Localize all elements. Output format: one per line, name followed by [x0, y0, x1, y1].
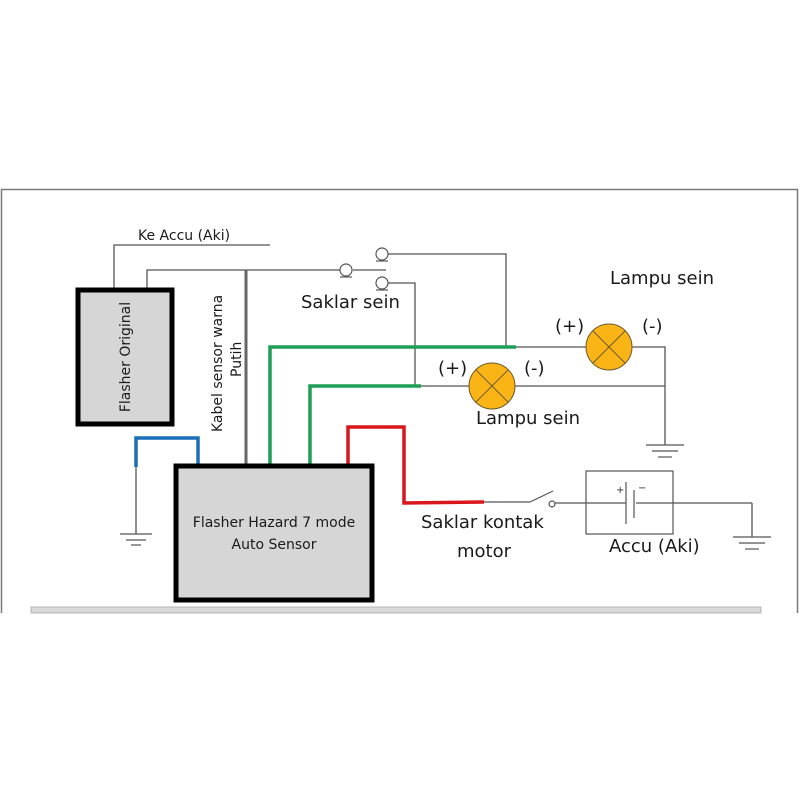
turn-switch: [339, 247, 389, 291]
battery-minus-sign: −: [638, 483, 646, 494]
wire-switch-lower-out: [388, 282, 416, 386]
wire-green-lower: [308, 384, 421, 466]
flasher-original-module: Flasher Original: [75, 287, 175, 427]
battery-plus-sign: +: [616, 485, 624, 496]
wire-green-upper: [268, 345, 516, 466]
label-saklar-kontak-line1: Saklar kontak: [421, 512, 544, 533]
label-lampu-sein-top: Lampu sein: [610, 268, 714, 289]
label-flasher-original: Flasher Original: [118, 302, 134, 412]
switch-contact-common: [339, 263, 353, 277]
label-kabel-sensor-line2: Putih: [229, 342, 245, 377]
wire-ke-accu: [113, 244, 270, 290]
label-lamp-lower-minus: (-): [524, 358, 545, 379]
wire-red-ignition: [346, 425, 485, 505]
bottom-bar: [30, 606, 762, 614]
label-ke-accu: Ke Accu (Aki): [138, 228, 230, 244]
label-saklar-kontak-line2: motor: [457, 541, 512, 562]
ignition-switch-icon: [529, 490, 556, 508]
frame-mask: [0, 613, 800, 643]
wire-lamp-upper-minus: [632, 346, 666, 445]
switch-contact-upper: [375, 247, 389, 261]
battery-icon: + −: [585, 470, 674, 535]
wire-switch-upper-out: [388, 253, 507, 347]
label-lamp-upper-plus: (+): [555, 316, 584, 337]
label-lamp-upper-minus: (-): [642, 316, 663, 337]
ground-lamps-icon: [646, 444, 684, 458]
label-lampu-sein-bottom: Lampu sein: [476, 408, 580, 429]
ground-battery-icon: [733, 536, 771, 550]
ground-left-icon: [120, 533, 152, 546]
wire-blue-ground: [134, 436, 200, 467]
label-kabel-sensor-line1: Kabel sensor warna: [210, 295, 226, 432]
label-flasher-hazard-line2: Auto Sensor: [232, 537, 317, 553]
label-accu: Accu (Aki): [609, 536, 700, 557]
lamp-upper-icon: [585, 323, 633, 371]
label-saklar-sein: Saklar sein: [301, 292, 400, 313]
flasher-hazard-module: Flasher Hazard 7 mode Auto Sensor: [173, 463, 375, 603]
label-flasher-hazard-line1: Flasher Hazard 7 mode: [193, 515, 355, 531]
switch-contact-lower: [375, 276, 389, 290]
lamp-lower-icon: [468, 362, 516, 410]
wire-flasher-original-to-switch: [146, 269, 340, 290]
label-lamp-lower-plus: (+): [438, 358, 467, 379]
